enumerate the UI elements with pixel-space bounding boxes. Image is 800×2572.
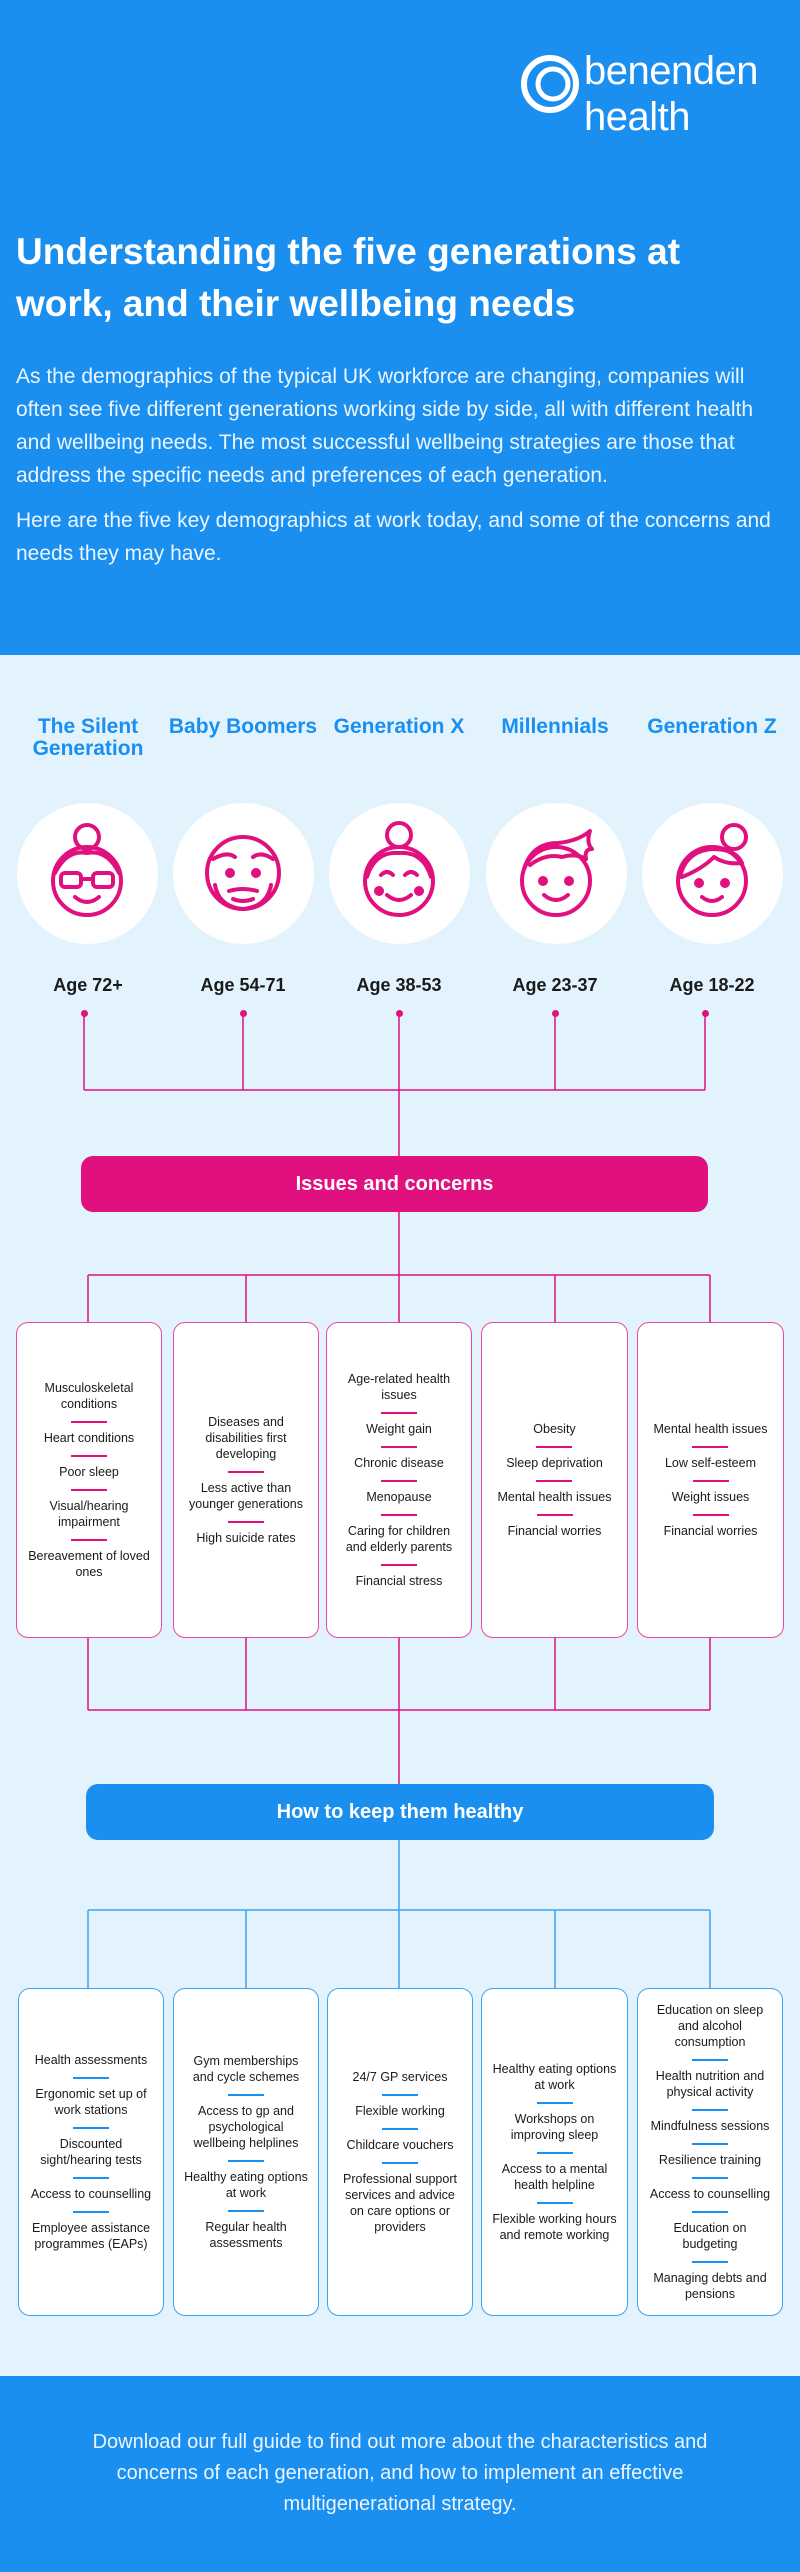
avatar-millennials <box>486 803 627 944</box>
issues-card-gen-z: Mental health issues Low self-esteem Wei… <box>637 1322 784 1638</box>
list-item: Access to gp and psychological wellbeing… <box>182 2094 310 2160</box>
avatar-gen-x <box>329 803 470 944</box>
young-man-quiff-icon <box>520 829 594 917</box>
bearded-man-icon <box>205 835 281 911</box>
list-item: Financial stress <box>354 1564 445 1598</box>
list-item: Education on budgeting <box>646 2211 774 2261</box>
list-item: Musculoskeletal conditions <box>44 1381 134 1411</box>
list-item: Menopause <box>364 1480 433 1514</box>
footer-cta-text[interactable]: Download our full guide to find out more… <box>92 2431 708 2515</box>
intro-paragraph-1: As the demographics of the typical UK wo… <box>16 365 753 487</box>
avatar-gen-z <box>642 803 783 944</box>
list-item: Access to counselling <box>29 2177 153 2211</box>
list-item: 24/7 GP services <box>352 2070 448 2084</box>
list-item: Access to counselling <box>648 2177 772 2211</box>
issues-card-gen-x: Age-related health issues Weight gain Ch… <box>326 1322 472 1638</box>
issues-card-boomers: Diseases and disabilities first developi… <box>173 1322 319 1638</box>
healthy-card-boomers: Gym memberships and cycle schemes Access… <box>173 1988 319 2316</box>
generation-age-gen-z: Age 18-22 <box>669 975 755 995</box>
list-item: Mindfulness sessions <box>649 2109 772 2143</box>
avatar-boomers <box>173 803 314 944</box>
header-banner: benenden health Understanding the five g… <box>0 0 800 655</box>
list-item: Resilience training <box>657 2143 763 2177</box>
list-item: Diseases and disabilities first developi… <box>205 1415 287 1461</box>
issues-card-silent: Musculoskeletal conditions Heart conditi… <box>16 1322 162 1638</box>
list-item: Ergonomic set up of work stations <box>27 2077 155 2127</box>
generation-age-gen-x: Age 38-53 <box>356 975 442 995</box>
connector-dot <box>240 1010 247 1017</box>
list-item: Professional support services and advice… <box>336 2162 464 2244</box>
list-item: Healthy eating options at work <box>492 2062 617 2092</box>
list-item: Employee assistance programmes (EAPs) <box>27 2211 155 2261</box>
intro-text: As the demographics of the typical UK wo… <box>16 360 781 582</box>
list-item: Chronic disease <box>352 1446 446 1480</box>
footer-banner: Download our full guide to find out more… <box>0 2376 800 2572</box>
healthy-card-gen-x: 24/7 GP services Flexible working Childc… <box>327 1988 473 2316</box>
generation-age-silent: Age 72+ <box>53 975 123 995</box>
issues-and-concerns-heading: Issues and concerns <box>81 1156 708 1212</box>
list-item: Weight issues <box>670 1480 752 1514</box>
list-item: Education on sleep and alcohol consumpti… <box>656 2003 764 2049</box>
list-item: Mental health issues <box>496 1480 614 1514</box>
avatar-silent <box>17 803 158 944</box>
list-item: Healthy eating options at work <box>182 2160 310 2210</box>
brand-line-2: health <box>584 95 690 139</box>
girl-bun-icon <box>676 823 748 917</box>
list-item: Financial worries <box>506 1514 604 1548</box>
connector-dot <box>552 1010 559 1017</box>
list-item: Heart conditions <box>42 1421 136 1455</box>
list-item: Discounted sight/hearing tests <box>27 2127 155 2177</box>
list-item: Financial worries <box>662 1514 760 1548</box>
brand-logo-text: benenden health <box>584 48 758 140</box>
woman-bun-icon <box>363 821 435 917</box>
list-item: Poor sleep <box>57 1455 121 1489</box>
list-item: Less active than younger generations <box>182 1471 310 1521</box>
page-title: Understanding the five generations at wo… <box>16 231 681 324</box>
connector-lines <box>83 1015 711 1988</box>
generation-age-millennials: Age 23-37 <box>512 975 598 995</box>
list-item: Managing debts and pensions <box>646 2261 774 2311</box>
generation-name-boomers: Baby Boomers <box>168 715 318 738</box>
list-item: Weight gain <box>364 1412 434 1446</box>
list-item: Workshops on improving sleep <box>490 2102 619 2152</box>
list-item: Health assessments <box>34 2053 148 2067</box>
list-item: Obesity <box>533 1422 576 1436</box>
brand-line-1: benenden <box>584 49 758 93</box>
list-item: Regular health assessments <box>182 2210 310 2260</box>
connector-dot <box>81 1010 88 1017</box>
healthy-card-gen-z: Education on sleep and alcohol consumpti… <box>637 1988 783 2316</box>
grandmother-glasses-icon <box>51 823 123 917</box>
generation-age-boomers: Age 54-71 <box>200 975 286 995</box>
list-item: Flexible working hours and remote workin… <box>490 2202 619 2252</box>
list-item: High suicide rates <box>194 1521 297 1555</box>
healthy-card-silent: Health assessments Ergonomic set up of w… <box>18 1988 164 2316</box>
list-item: Age-related health issues <box>347 1372 451 1402</box>
list-item: Mental health issues <box>653 1422 768 1436</box>
list-item: Sleep deprivation <box>504 1446 605 1480</box>
connector-dot <box>702 1010 709 1017</box>
intro-paragraph-2: Here are the five key demographics at wo… <box>16 509 771 565</box>
how-to-keep-healthy-heading: How to keep them healthy <box>86 1784 714 1840</box>
list-item: Visual/hearing impairment <box>25 1489 153 1539</box>
list-item: Caring for children and elderly parents <box>335 1514 463 1564</box>
generation-name-gen-x: Generation X <box>333 715 465 738</box>
list-item: Health nutrition and physical activity <box>646 2059 774 2109</box>
list-item: Childcare vouchers <box>345 2128 456 2162</box>
list-item: Gym memberships and cycle schemes <box>192 2054 300 2084</box>
brand-logo-mark-icon <box>521 55 579 113</box>
generation-name-silent: The Silent Generation <box>32 715 144 760</box>
list-item: Flexible working <box>353 2094 447 2128</box>
list-item: Bereavement of loved ones <box>25 1539 153 1589</box>
generation-name-gen-z: Generation Z <box>647 715 777 738</box>
generation-name-millennials: Millennials <box>501 715 609 738</box>
issues-card-millennials: Obesity Sleep deprivation Mental health … <box>481 1322 628 1638</box>
list-item: Low self-esteem <box>663 1446 758 1480</box>
brand-logo[interactable]: benenden health <box>520 48 785 144</box>
list-item: Access to a mental health helpline <box>490 2152 619 2202</box>
healthy-card-millennials: Healthy eating options at work Workshops… <box>481 1988 628 2316</box>
connector-dot <box>396 1010 403 1017</box>
